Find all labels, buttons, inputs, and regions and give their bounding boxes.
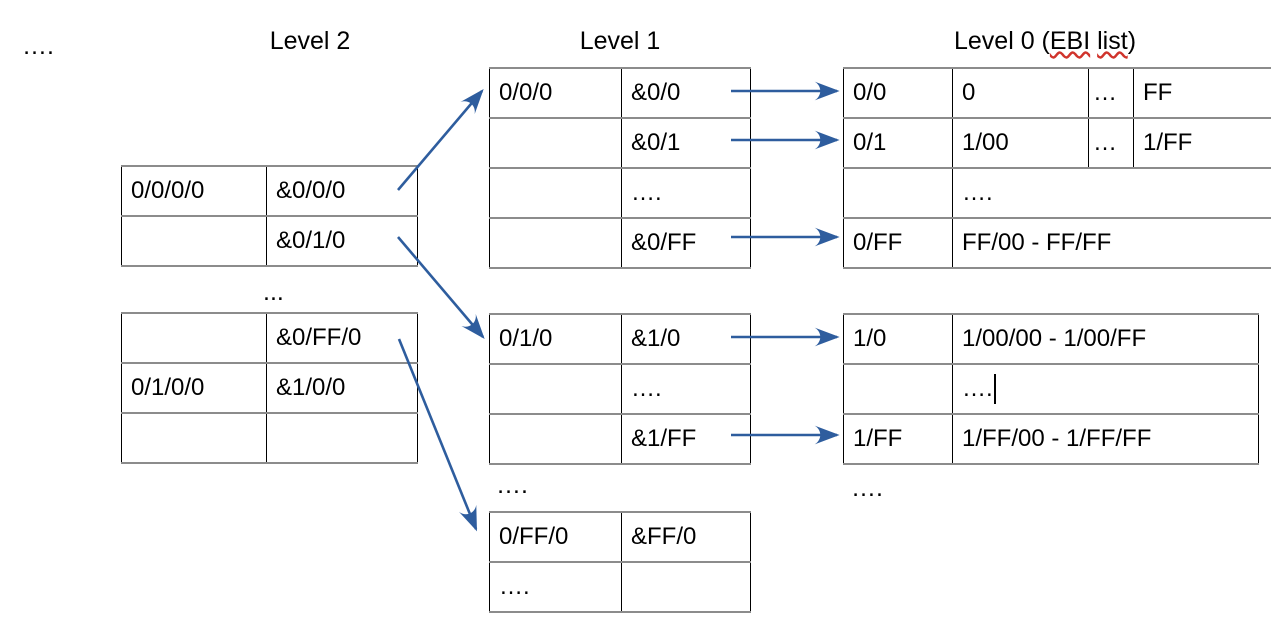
level0-table-1: 1/0 1/00/00 - 1/00/FF …. 1/FF 1/FF/00 - … xyxy=(843,313,1259,465)
cell-value[interactable]: 1/00 xyxy=(952,117,1089,169)
cell-pointer[interactable]: &FF/0 xyxy=(621,511,751,563)
table-row[interactable]: …. xyxy=(489,167,751,219)
table-row[interactable] xyxy=(121,412,418,464)
cell-key[interactable] xyxy=(843,167,953,219)
cell-key[interactable]: 1/0 xyxy=(843,313,953,365)
header-level-0-ebi: EBI xyxy=(1049,27,1091,55)
cell-range[interactable]: 1/FF/00 - 1/FF/FF xyxy=(952,413,1259,465)
level1-table-2: 0/FF/0 &FF/0 …. xyxy=(489,511,751,613)
level2-table-bottom: &0/FF/0 0/1/0/0 &1/0/0 xyxy=(121,312,418,464)
level0-table-0: 0/0 0 … FF 0/1 1/00 … 1/FF …. 0/FF FF/00… xyxy=(843,67,1271,269)
table-row[interactable]: 0/FF FF/00 - FF/FF xyxy=(843,217,1271,269)
table-row[interactable]: 1/0 1/00/00 - 1/00/FF xyxy=(843,313,1259,365)
cell-key[interactable]: 0/FF xyxy=(843,217,953,269)
table-row[interactable]: 1/FF 1/FF/00 - 1/FF/FF xyxy=(843,413,1259,465)
cell-key[interactable] xyxy=(489,217,622,269)
cell-value[interactable]: 0 xyxy=(952,67,1089,119)
cell-pointer[interactable]: &0/1/0 xyxy=(266,215,418,267)
cell-pointer[interactable]: &1/FF xyxy=(621,413,751,465)
cell-value-end[interactable]: 1/FF xyxy=(1133,117,1271,169)
table-row[interactable]: …. xyxy=(489,363,751,415)
cell-pointer[interactable] xyxy=(621,561,751,613)
cell-value-end[interactable]: FF xyxy=(1133,67,1271,119)
cell-pointer[interactable]: …. xyxy=(621,167,751,219)
cell-key[interactable] xyxy=(489,363,622,415)
cell-key[interactable]: 0/1/0/0 xyxy=(121,362,267,414)
level2-separator-ellipsis: ... xyxy=(263,278,284,306)
table-row[interactable]: …. xyxy=(843,167,1271,219)
cell-ellipsis[interactable]: … xyxy=(1088,117,1134,169)
table-row[interactable]: 0/1 1/00 … 1/FF xyxy=(843,117,1271,169)
cell-key[interactable]: …. xyxy=(489,561,622,613)
level1-bottom-ellipsis: …. xyxy=(496,471,528,499)
cell-pointer[interactable]: &1/0/0 xyxy=(266,362,418,414)
cell-key[interactable] xyxy=(121,215,267,267)
table-row[interactable]: 0/0/0/0 &0/0/0 xyxy=(121,165,418,217)
table-row[interactable]: …. xyxy=(489,561,751,613)
cell-key[interactable]: 0/0/0/0 xyxy=(121,165,267,217)
cell-key[interactable]: 1/FF xyxy=(843,413,953,465)
table-row[interactable]: …. xyxy=(843,363,1259,415)
header-level-0-list: list xyxy=(1097,27,1128,55)
cell-key[interactable] xyxy=(489,167,622,219)
cell-range-text: …. xyxy=(962,375,993,402)
table-row[interactable]: 0/0 0 … FF xyxy=(843,67,1271,119)
header-level-0-suffix: ) xyxy=(1127,27,1137,55)
cell-key[interactable]: 0/FF/0 xyxy=(489,511,622,563)
table-row[interactable]: 0/1/0/0 &1/0/0 xyxy=(121,362,418,414)
cell-pointer[interactable]: &0/FF/0 xyxy=(266,312,418,364)
table-row[interactable]: 0/FF/0 &FF/0 xyxy=(489,511,751,563)
cell-key[interactable]: 0/0/0 xyxy=(489,67,622,119)
cell-pointer[interactable]: &0/FF xyxy=(621,217,751,269)
level2-table-top: 0/0/0/0 &0/0/0 &0/1/0 xyxy=(121,165,418,267)
cell-range[interactable]: 1/00/00 - 1/00/FF xyxy=(952,313,1259,365)
cell-key[interactable] xyxy=(489,413,622,465)
cell-range[interactable]: …. xyxy=(952,167,1271,219)
text-caret xyxy=(993,374,996,404)
cell-pointer[interactable] xyxy=(266,412,418,464)
cell-range-editing[interactable]: …. xyxy=(952,363,1259,415)
cell-range[interactable]: FF/00 - FF/FF xyxy=(952,217,1271,269)
table-row[interactable]: 0/1/0 &1/0 xyxy=(489,313,751,365)
cell-key[interactable] xyxy=(489,117,622,169)
header-level-0: Level 0 (EBI list) xyxy=(855,26,1235,56)
level1-table-0: 0/0/0 &0/0 &0/1 …. &0/FF xyxy=(489,67,751,269)
level1-table-1: 0/1/0 &1/0 …. &1/FF xyxy=(489,313,751,465)
header-ellipsis-left: …. xyxy=(22,32,54,60)
table-row[interactable]: &0/1 xyxy=(489,117,751,169)
cell-pointer[interactable]: &0/1 xyxy=(621,117,751,169)
cell-key[interactable] xyxy=(121,312,267,364)
cell-pointer[interactable]: &1/0 xyxy=(621,313,751,365)
cell-pointer[interactable]: &0/0 xyxy=(621,67,751,119)
cell-key[interactable] xyxy=(843,363,953,415)
table-row[interactable]: 0/0/0 &0/0 xyxy=(489,67,751,119)
cell-key[interactable] xyxy=(121,412,267,464)
cell-key[interactable]: 0/1/0 xyxy=(489,313,622,365)
cell-pointer[interactable]: …. xyxy=(621,363,751,415)
header-level-2: Level 2 xyxy=(269,27,351,55)
table-row[interactable]: &0/FF xyxy=(489,217,751,269)
cell-pointer[interactable]: &0/0/0 xyxy=(266,165,418,217)
table-row[interactable]: &0/FF/0 xyxy=(121,312,418,364)
header-level-1: Level 1 xyxy=(579,27,661,55)
cell-ellipsis[interactable]: … xyxy=(1088,67,1134,119)
level0-bottom-ellipsis: …. xyxy=(851,474,883,502)
cell-key[interactable]: 0/1 xyxy=(843,117,953,169)
table-row[interactable]: &1/FF xyxy=(489,413,751,465)
cell-key[interactable]: 0/0 xyxy=(843,67,953,119)
table-row[interactable]: &0/1/0 xyxy=(121,215,418,267)
header-level-0-prefix: Level 0 ( xyxy=(953,27,1050,55)
